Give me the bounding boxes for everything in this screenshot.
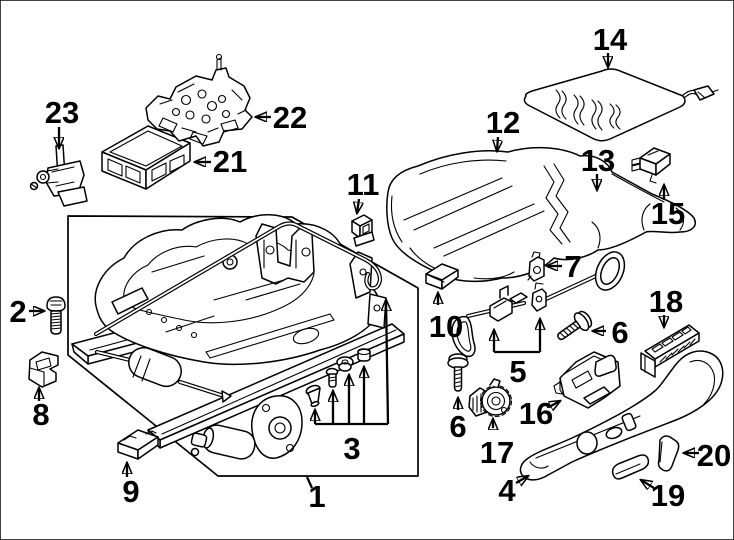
part-2-bolt-drawing [46,296,66,335]
callout-21: 21 [213,144,247,179]
part-9-sensor-drawing [117,429,159,460]
part-17-motor-drawing [468,378,513,418]
part-4-trim-panel-drawing [519,350,724,481]
callout-6-lower: 6 [449,409,466,444]
callout-3: 3 [343,431,360,466]
part-8-clip-drawing [28,351,59,388]
part-10-clip-drawing [425,263,459,290]
callout-2: 2 [9,294,26,329]
bracket-3 [315,300,388,426]
callout-9: 9 [122,474,139,509]
callout-17: 17 [480,435,514,470]
arrow-4 [515,476,528,483]
part-18-bezel-drawing [640,324,700,378]
part-16-switch-drawing [553,351,621,409]
arrow-11 [357,198,359,213]
callout-6-upper: 6 [611,315,628,350]
part-23-bracket-drawing [29,144,88,207]
part-19-cap-drawing [611,454,650,480]
callout-14: 14 [593,22,628,57]
callout-7: 7 [564,249,581,284]
callout-5: 5 [509,354,526,389]
callout-19: 19 [651,478,685,513]
callout-16: 16 [519,396,553,431]
part-6-screw-upper-drawing [557,310,593,341]
part-5-rod-assembly-drawing [451,251,626,358]
callout-20: 20 [697,438,731,473]
callout-labels: 1 2 3 4 5 6 6 7 8 9 10 11 12 13 14 15 16… [9,22,731,514]
callout-13: 13 [581,143,615,178]
callout-4: 4 [498,473,516,508]
callout-10: 10 [429,309,463,344]
part-14-heater-pad-drawing [523,68,719,142]
part-20-cap-drawing [657,435,680,472]
part-22-bracket-plate-drawing [145,53,253,147]
arrow-12 [497,136,498,151]
callout-11: 11 [347,167,380,202]
callout-22: 22 [273,100,307,135]
callout-8: 8 [32,397,49,432]
part-21-module-drawing [101,125,191,190]
part-15-module-drawing [631,147,671,184]
part-3-fasteners-drawing [305,348,371,408]
arrow-16 [549,401,560,407]
leader-lines [29,53,699,488]
bracket-5 [494,319,540,354]
part-11-clip-drawing [351,214,375,247]
callout-23: 23 [45,95,79,130]
part-7-clip-drawing [527,251,545,282]
part-12-cushion-drawing [386,146,696,283]
callout-12: 12 [486,105,520,140]
arrow-19 [641,480,655,488]
callout-18: 18 [649,284,683,319]
part-6-screw-lower-drawing [447,353,469,392]
callout-15: 15 [651,196,685,231]
callout-1: 1 [308,479,325,514]
